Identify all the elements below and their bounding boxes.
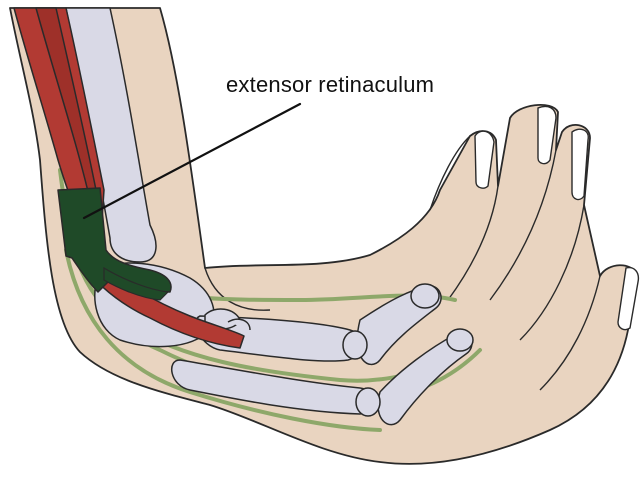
extensor-retinaculum-label: extensor retinaculum xyxy=(226,72,434,98)
